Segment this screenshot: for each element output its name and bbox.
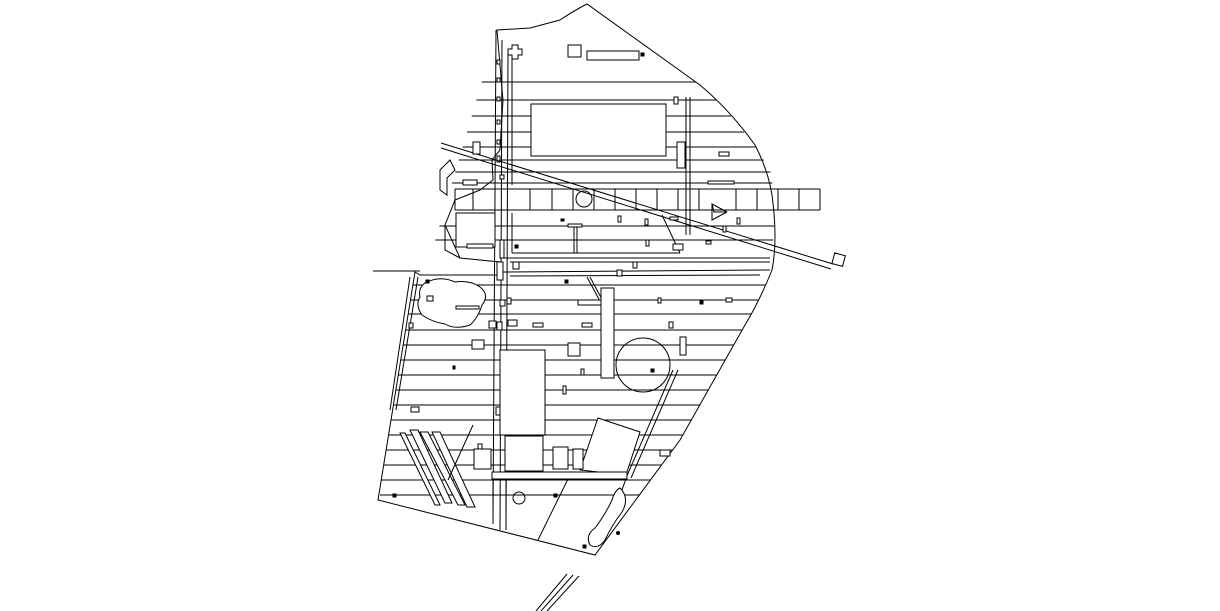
separator-road	[503, 258, 770, 276]
central-building	[474, 350, 568, 471]
diagonal-road	[373, 143, 845, 271]
long-structure	[587, 51, 639, 60]
round-feature	[576, 191, 592, 207]
top-features	[508, 45, 734, 184]
left-edge-strip	[390, 277, 418, 410]
stream-channel	[588, 488, 625, 547]
organic-park	[418, 279, 486, 328]
triangle-marker	[712, 204, 727, 220]
cross-marker	[508, 45, 522, 59]
detached-road-segment	[536, 574, 579, 611]
bottom-horizontal-road	[492, 472, 627, 479]
middle-compound	[445, 213, 740, 258]
horizontal-band	[455, 189, 820, 220]
lower-diagonal-road	[573, 370, 678, 478]
bottom-road	[492, 472, 627, 548]
tall-block	[601, 288, 614, 378]
lower-features	[409, 277, 732, 456]
circular-plaza	[616, 338, 670, 392]
site-boundary	[378, 4, 775, 555]
small-structure	[568, 45, 581, 57]
lower-left-strips	[393, 425, 475, 507]
compound-block	[456, 213, 495, 247]
left-small-parcels	[440, 142, 480, 195]
large-hall	[531, 104, 666, 156]
central-tall-block	[500, 350, 545, 435]
right-vertical-road	[686, 97, 690, 235]
